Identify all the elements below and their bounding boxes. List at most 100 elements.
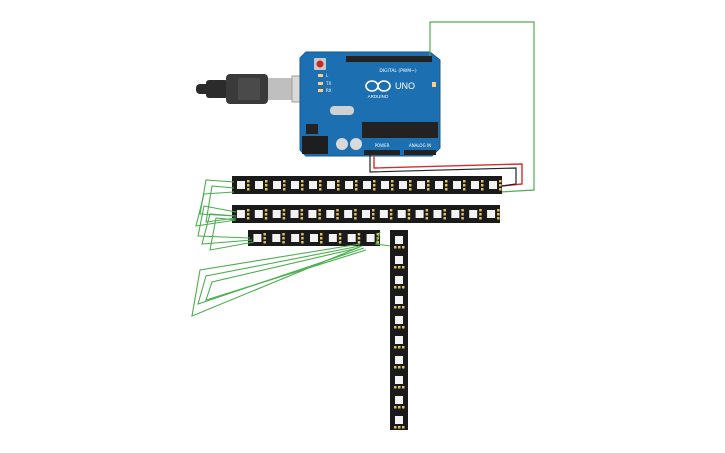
crystal <box>330 106 354 115</box>
strip-1-led[interactable] <box>291 181 299 189</box>
strip-2-solder-pad <box>389 213 393 216</box>
strip-3-led[interactable] <box>328 234 337 242</box>
strip-2-solder-pad <box>389 217 393 220</box>
strip-4-led[interactable] <box>395 316 403 324</box>
strip-3-led[interactable] <box>291 234 300 242</box>
strip-4-solder-pad <box>402 266 405 269</box>
strip-1-led[interactable] <box>417 181 425 189</box>
strip-3[interactable] <box>248 230 380 246</box>
strip-1-led[interactable] <box>381 181 389 189</box>
strip-1-solder-pad <box>391 184 394 187</box>
strip-2-solder-pad <box>497 217 500 220</box>
strip-1-solder-pad <box>337 180 340 183</box>
strip-4-solder-pad <box>394 406 397 409</box>
strip-3-solder-pad <box>282 233 285 236</box>
strip-1-solder-pad <box>283 188 286 191</box>
strip-1-led[interactable] <box>255 181 263 189</box>
strip-2-solder-pad <box>282 209 286 212</box>
strip-1-led[interactable] <box>309 181 317 189</box>
strip-3-led[interactable] <box>253 234 262 242</box>
strip-2-led[interactable] <box>290 210 299 218</box>
strip-interconnect-wires[interactable] <box>191 179 391 317</box>
power-jack[interactable] <box>302 136 328 154</box>
on-led <box>432 82 436 87</box>
arduino-uno-board[interactable]: DIGITAL (PWM~) L TX RX UNO ARDUINO <box>299 51 441 157</box>
strip-1-solder-pad <box>355 180 358 183</box>
strip-1-led[interactable] <box>399 181 407 189</box>
strip-2-led[interactable] <box>344 210 353 218</box>
power-header[interactable] <box>364 150 400 155</box>
strip-1-solder-pad <box>319 188 322 191</box>
strip-1-led[interactable] <box>471 181 479 189</box>
strip-1-solder-pad <box>445 180 448 183</box>
strip-2-led[interactable] <box>308 210 317 218</box>
strip-2-led[interactable] <box>487 210 496 218</box>
strip-4-led[interactable] <box>395 416 403 424</box>
strip-2-led[interactable] <box>236 210 245 218</box>
strip-1-solder-pad <box>301 188 304 191</box>
atmega-chip <box>362 122 438 138</box>
strip-2[interactable] <box>232 205 500 223</box>
strip-2-solder-pad <box>461 209 464 212</box>
strip-1-led[interactable] <box>453 181 461 189</box>
strip-4-led[interactable] <box>395 236 403 244</box>
strip-3-solder-pad <box>301 237 304 240</box>
reset-button-cap[interactable] <box>316 60 324 68</box>
strip-1-solder-pad <box>499 184 502 187</box>
strip-4-led[interactable] <box>395 396 403 404</box>
led-strips[interactable] <box>232 176 502 430</box>
strip-3-solder-pad <box>357 233 361 236</box>
strip-1-led[interactable] <box>237 181 245 189</box>
strip-1-led[interactable] <box>363 181 371 189</box>
power-wires[interactable] <box>369 155 523 187</box>
strip-1-solder-pad <box>373 184 376 187</box>
strip-1-led[interactable] <box>345 181 353 189</box>
strip-4-led[interactable] <box>395 336 403 344</box>
strip-4-led[interactable] <box>395 256 403 264</box>
strip-2-led[interactable] <box>451 210 460 218</box>
strip-2-led[interactable] <box>326 210 335 218</box>
strip-2-solder-pad <box>354 209 357 212</box>
strip-2-led[interactable] <box>415 210 424 218</box>
strip-1-led[interactable] <box>327 181 335 189</box>
strip-2-solder-pad <box>479 213 482 216</box>
strip-1-led[interactable] <box>273 181 281 189</box>
strip-1-solder-pad <box>301 184 304 187</box>
strip-3-solder-pad <box>301 233 304 236</box>
strip-4-led[interactable] <box>395 356 403 364</box>
strip-4-led[interactable] <box>395 296 403 304</box>
strip-2-solder-pad <box>407 217 411 220</box>
strip-2-led[interactable] <box>433 210 442 218</box>
strip-3-led[interactable] <box>272 234 281 242</box>
strip-4[interactable] <box>390 230 408 430</box>
strip-2-led[interactable] <box>379 210 388 218</box>
strip-2-led[interactable] <box>254 210 263 218</box>
data-wire-main[interactable] <box>429 21 535 193</box>
strip-3-led[interactable] <box>310 234 318 242</box>
strip-1-led[interactable] <box>489 181 497 189</box>
strip-2-led[interactable] <box>362 210 370 218</box>
strip-4-led[interactable] <box>395 276 403 284</box>
strip-4-solder-pad <box>398 306 401 309</box>
strip-2-led[interactable] <box>397 210 406 218</box>
strip-3-led[interactable] <box>366 234 375 242</box>
strip-4-led[interactable] <box>395 376 403 384</box>
strip-4-solder-pad <box>394 366 397 369</box>
strip-1[interactable] <box>232 176 502 194</box>
strip-2-led[interactable] <box>469 210 478 218</box>
digital-header[interactable] <box>346 56 432 62</box>
strip-3-led[interactable] <box>347 234 356 242</box>
strip-1-solder-pad <box>247 184 250 187</box>
strip-3-solder-pad <box>282 237 285 240</box>
strip-1-solder-pad <box>463 184 466 187</box>
strip-2-led[interactable] <box>272 210 281 218</box>
strip-1-led[interactable] <box>435 181 443 189</box>
strip-4-body[interactable] <box>390 230 408 430</box>
strip-3-solder-pad <box>282 241 285 244</box>
strip-1-solder-pad <box>463 188 466 191</box>
strip-1-solder-pad <box>283 184 286 187</box>
analog-header[interactable] <box>404 150 436 155</box>
strip-4-solder-pad <box>394 326 397 329</box>
strip-1-solder-pad <box>499 188 502 191</box>
